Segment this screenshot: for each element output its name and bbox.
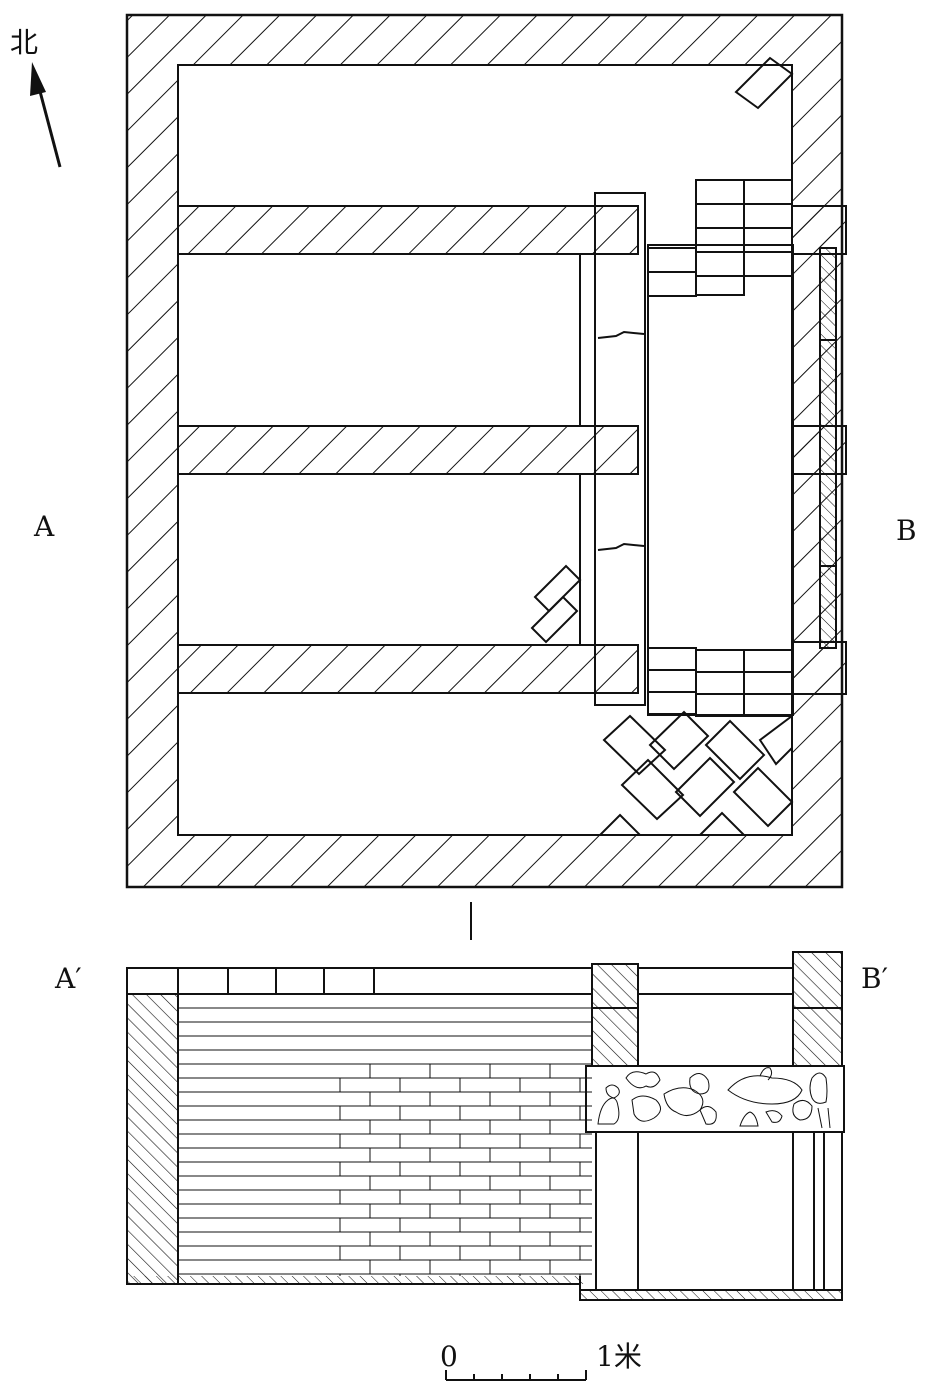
- section-pillar-left: [591, 963, 639, 1067]
- fallen-bricks: [530, 564, 582, 644]
- beam-middle: [177, 425, 639, 475]
- north-arrow: 北: [10, 26, 62, 168]
- vertical-plank: [594, 192, 646, 706]
- section-label-b-prime: B′: [861, 962, 888, 995]
- section-label-b: B: [896, 514, 917, 547]
- scale-end-label: 1米: [596, 1340, 642, 1373]
- north-arrow-shaft: [35, 79, 62, 168]
- north-label: 北: [10, 26, 38, 59]
- brick-courses: [178, 993, 592, 1276]
- scale-start-label: 0: [440, 1340, 458, 1373]
- beam-south: [177, 644, 639, 694]
- corner-brick-ne: [734, 56, 794, 110]
- coffin-bed: [647, 244, 794, 716]
- brick-grid-bottom: [647, 647, 793, 717]
- north-arrow-head: [30, 62, 46, 96]
- top-cap-row: [126, 967, 794, 995]
- section-view: A′ B′: [54, 951, 888, 1301]
- scale-bar: 0 1米: [440, 1340, 642, 1381]
- beam-north: [177, 205, 639, 255]
- section-label-a-prime: A′: [54, 962, 82, 995]
- brick-grid-top: [647, 179, 793, 297]
- section-left-wall: [126, 993, 179, 1285]
- herringbone-floor: [597, 710, 794, 836]
- lower-chamber: [595, 1131, 843, 1291]
- section-pillar-right: [792, 951, 843, 1067]
- east-door-jambs: [819, 247, 837, 649]
- section-label-a: A: [33, 510, 55, 543]
- section-base: [127, 1276, 584, 1284]
- carved-relief-beam: [585, 1065, 845, 1133]
- plan-view: A B: [33, 13, 917, 889]
